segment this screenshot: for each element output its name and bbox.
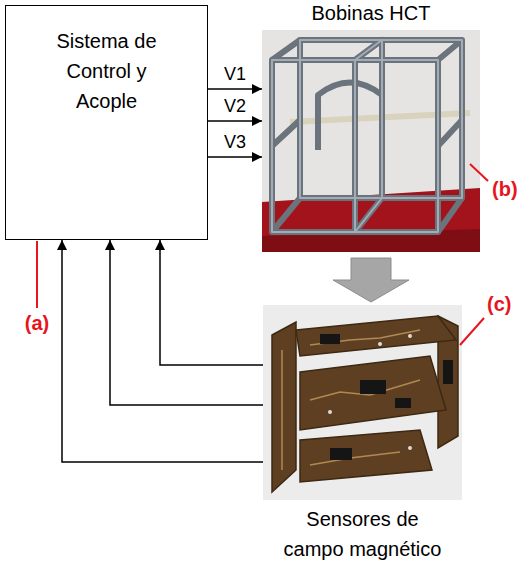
photo-caption: Sensores de campo magnético xyxy=(278,504,448,564)
pcb-trace xyxy=(310,380,420,400)
signal-connector xyxy=(208,88,262,90)
pcb-board xyxy=(300,356,446,430)
signal-label: V3 xyxy=(224,131,246,153)
pcb-traces xyxy=(282,330,420,470)
signal-connector xyxy=(208,156,262,158)
callout-letter: (c) xyxy=(487,293,511,316)
solder-pad xyxy=(408,334,412,338)
coil-highlights xyxy=(272,40,462,232)
solder-pad xyxy=(408,446,412,450)
sensor-photo-frame: Sensores de campo magnético xyxy=(263,305,462,500)
photo-ground xyxy=(263,305,462,500)
signal-connector xyxy=(62,240,263,462)
signal-connector xyxy=(160,240,263,365)
signal-connector xyxy=(208,120,262,122)
leader-line xyxy=(460,318,484,345)
chip xyxy=(330,448,352,460)
coil-struts xyxy=(272,40,462,232)
pcb-trace xyxy=(310,452,400,465)
signal-label: V1 xyxy=(224,63,246,85)
pcb-board xyxy=(272,322,296,492)
pcb-board xyxy=(296,316,456,356)
pcb-trace xyxy=(310,330,420,345)
front-coil-highlight xyxy=(272,60,438,232)
middle-coil-highlight xyxy=(355,40,382,232)
leader-line xyxy=(470,164,488,181)
chip xyxy=(395,398,411,408)
coil-arch xyxy=(318,83,382,151)
chip xyxy=(443,360,453,384)
solder-pad xyxy=(328,410,332,414)
chip xyxy=(360,380,386,394)
flow-arrow xyxy=(333,258,409,302)
coil-frames xyxy=(272,40,462,232)
signal-label: V2 xyxy=(224,95,246,117)
pcb-board xyxy=(300,430,432,482)
signal-connector xyxy=(110,240,263,405)
callout-letter: (b) xyxy=(492,178,518,201)
solder-pads xyxy=(328,334,412,450)
chip xyxy=(320,334,340,344)
control-box: Sistema de Control y Acople xyxy=(5,5,208,240)
chips xyxy=(320,334,453,460)
solder-pad xyxy=(378,342,382,346)
sensor-photo xyxy=(263,305,462,500)
photo-ground xyxy=(262,30,480,252)
pcb-boards xyxy=(272,316,458,492)
coil-photo-frame: Bobinas HCT xyxy=(262,30,480,252)
middle-coil xyxy=(355,40,382,232)
callout-letter: (a) xyxy=(25,312,49,335)
pcb-trace xyxy=(281,350,283,470)
leader-line xyxy=(36,241,38,308)
coil-photo xyxy=(262,30,480,252)
photo-caption: Bobinas HCT xyxy=(262,0,480,28)
box-title: Sistema de Control y Acople xyxy=(42,6,172,116)
